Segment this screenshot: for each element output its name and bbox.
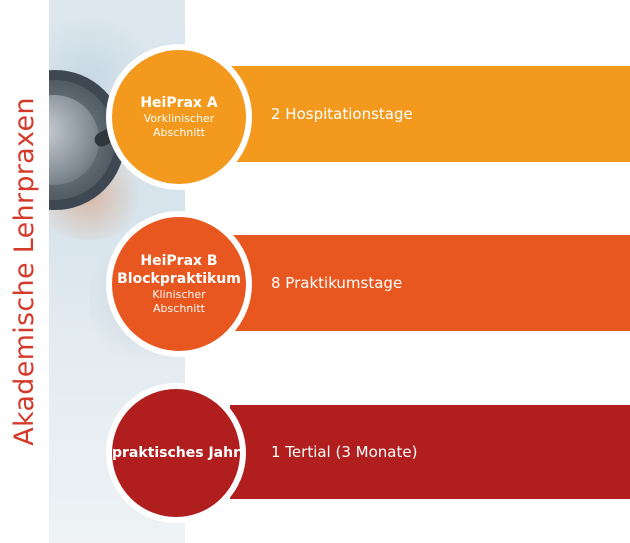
- circle-subtitle-line-1: Vorklinischer: [143, 112, 215, 125]
- circle-title: HeiPrax A: [140, 95, 218, 111]
- bar-text-heiprax-a: 2 Hospitationstage: [271, 105, 413, 123]
- circle-heiprax-b: HeiPrax B Blockpraktikum Klinischer Absc…: [106, 211, 252, 357]
- circle-heiprax-a: HeiPrax A Vorklinischer Abschnitt: [106, 44, 252, 190]
- circle-subtitle-line-2: Abschnitt: [153, 302, 205, 315]
- bar-praktisches-jahr: 1 Tertial (3 Monate): [230, 405, 630, 499]
- circle-praktisches-jahr: praktisches Jahr: [106, 383, 246, 523]
- circle-title: HeiPrax B: [140, 253, 218, 269]
- circle-title-line-2: Blockpraktikum: [117, 271, 241, 287]
- circle-title: praktisches Jahr: [112, 445, 241, 461]
- row-praktisches-jahr: 1 Tertial (3 Monate) praktisches Jahr: [0, 383, 630, 523]
- bar-heiprax-a: 2 Hospitationstage: [230, 66, 630, 162]
- row-heiprax-b: 8 Praktikumstage HeiPrax B Blockpraktiku…: [0, 209, 630, 359]
- circle-subtitle-line-2: Abschnitt: [153, 126, 205, 139]
- bar-text-praktisches-jahr: 1 Tertial (3 Monate): [271, 443, 418, 461]
- circle-subtitle-line-1: Klinischer: [152, 288, 206, 301]
- bar-text-heiprax-b: 8 Praktikumstage: [271, 274, 403, 292]
- bar-heiprax-b: 8 Praktikumstage: [230, 235, 630, 331]
- row-heiprax-a: 2 Hospitationstage HeiPrax A Vorklinisch…: [0, 44, 630, 194]
